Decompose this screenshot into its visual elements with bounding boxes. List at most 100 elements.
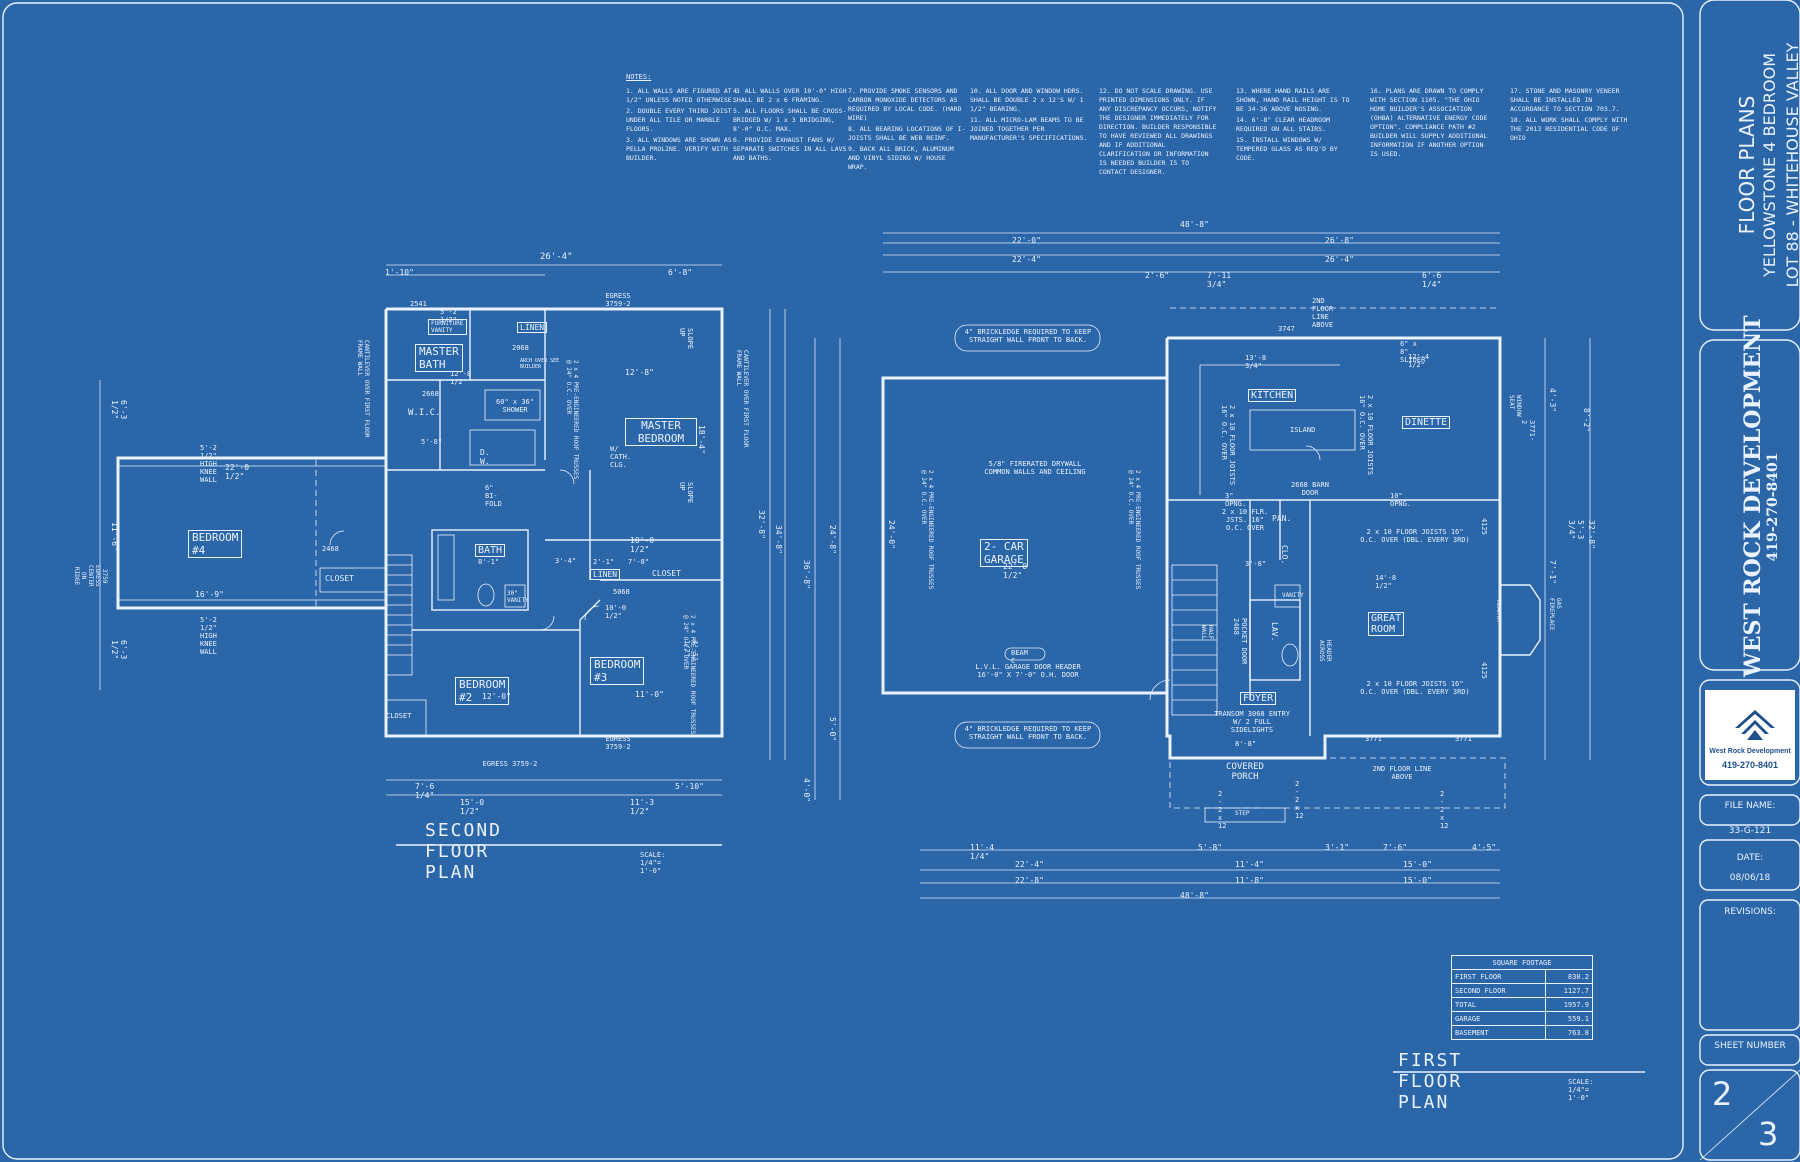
row-value: 830.2 — [1545, 969, 1593, 984]
dim-bottom: 7'-6" — [1383, 843, 1408, 852]
porch-step — [1204, 807, 1286, 823]
room-label-closet: CLOSET — [652, 569, 681, 578]
dim-label: 10'-0 1/2" — [605, 604, 627, 620]
joist-note: 2 x 10 FLOOR JOISTS 16" O.C. OVER — [1358, 395, 1374, 476]
row-label: SECOND FLOOR — [1451, 983, 1546, 998]
dim-bedroom2-width: 12'-0" — [482, 692, 511, 701]
dim-great-room-width: 14'-8 1/2" — [1375, 574, 1397, 590]
dim-right: 4'-3" — [1548, 388, 1557, 413]
brickledge-note: 4" BRICKLEDGE REQUIRED TO KEEP STRAIGHT … — [964, 328, 1092, 344]
general-notes: NOTES: 1. ALL WALLS ARE FIGURED AT 3 1/2… — [626, 73, 1650, 183]
dim-top: 22'-4" — [1012, 255, 1041, 264]
room-label-dinette: DINETTE — [1402, 416, 1451, 429]
egress-window-label: EGRESS 3759-2 — [482, 760, 538, 768]
room-label-bath: BATH — [475, 544, 506, 557]
barn-door-label: 2668 BARN DOOR — [1291, 481, 1329, 497]
joist-note: 2 x 10 FLOOR JOISTS 16" O.C. OVER (DBL. … — [1360, 680, 1470, 696]
dim-right: 34'-8" — [774, 525, 783, 554]
cathedral-ceiling-label: W/ CATH. CLG. — [610, 445, 632, 469]
note-item: 14. 6'-8" CLEAR HEADROOM REQUIRED ON ALL… — [1236, 116, 1330, 133]
egress-window-label: EGRESS 3759-2 — [605, 292, 631, 308]
window-tag: 3771 — [1365, 735, 1382, 743]
room-label-closet: CLOSET — [325, 574, 354, 583]
ridge-egress-label: 3759 EGRESS CENTER ON RIDGE — [73, 565, 108, 587]
dim-bedroom4-width: 22'-0 1/2" — [225, 463, 250, 481]
row-value: 559.1 — [1545, 1011, 1593, 1026]
brickledge-note: 4" BRICKLEDGE REQUIRED TO KEEP STRAIGHT … — [964, 725, 1092, 741]
sheet-total: 3 — [1758, 1115, 1779, 1153]
dim-top: 22'-0" — [1012, 236, 1041, 245]
entry-door-note: TRANSOM 3068 ENTRY W/ 2 FULL SIDELIGHTS — [1214, 710, 1290, 734]
dim-bottom: 22'-4" — [1015, 860, 1044, 869]
pocket-door-label: POCKET DOOR 2468 — [1232, 618, 1248, 665]
toilet — [1281, 643, 1299, 667]
dim-right: 8'-2" — [1582, 408, 1591, 433]
kitchen-island — [1249, 409, 1356, 451]
window-seat-label: WINDOW SEAT — [1508, 395, 1522, 417]
logo-phone: 419-270-8401 — [1721, 760, 1779, 770]
room-label-bedroom-4: BEDROOM #4 — [188, 530, 243, 558]
dim-left: 24'-8" — [828, 525, 837, 554]
brickledge-callout — [954, 721, 1101, 749]
dim-bottom: 5'-10" — [675, 782, 704, 791]
vanity — [504, 584, 526, 608]
company-logo: West Rock Development 419-270-8401 — [1705, 690, 1795, 780]
knee-wall-area — [117, 457, 317, 609]
egress-window-label: EGRESS 3759-2 — [605, 735, 631, 751]
dim-label: 7'-8" — [628, 558, 650, 566]
beam-tag: BEAM C — [1011, 649, 1028, 665]
notes-column-5: 12. DO NOT SCALE DRAWING. USE PRINTED DI… — [1099, 87, 1219, 179]
row-value: 1127.7 — [1545, 983, 1593, 998]
room-label-great-room: GREAT ROOM — [1368, 612, 1405, 636]
note-item: 11. ALL MICRO-LAM BEAMS TO BE JOINED TOG… — [970, 116, 1088, 142]
dim-label: 5'-8" — [421, 438, 443, 446]
washer-dryer-label: D. W. — [480, 448, 490, 466]
second-floor-scale: SCALE: 1/4"= 1'-0" — [640, 851, 666, 875]
cantilever-note: CANTILEVER OVER FIRST FLOOR FRAME WALL — [735, 350, 749, 448]
window-tag: 3771 — [1455, 735, 1472, 743]
fireplace — [1500, 584, 1541, 656]
dim-bottom: 11'-8" — [1235, 876, 1264, 885]
room-label-foyer: FOYER — [1240, 692, 1277, 705]
room-label-closet: CLO. — [1280, 545, 1289, 565]
dim-bottom: 22'-8" — [1015, 876, 1044, 885]
dim-left: 11'-6" — [110, 522, 119, 551]
room-label-covered-porch: COVERED PORCH — [1226, 762, 1264, 782]
knee-wall-label: 5'-2 1/2" HIGH KNEE WALL — [200, 616, 217, 656]
room-label-linen: LINEN — [517, 322, 548, 333]
notes-column-7: 16. PLANS ARE DRAWN TO COMPLY WITH SECTI… — [1370, 87, 1490, 161]
bathtub — [437, 534, 455, 601]
knee-wall-label: 5'-2 1/2" HIGH KNEE WALL — [200, 444, 217, 484]
second-floor-title: SECOND FLOOR PLAN — [425, 820, 503, 883]
door-tag: 2068 — [512, 344, 529, 352]
row-value: 1957.9 — [1545, 997, 1593, 1012]
interior-wall — [579, 599, 601, 621]
note-item: 13. WHERE HAND RAILS ARE SHOWN, HAND RAI… — [1236, 87, 1350, 113]
dim-top: 2'-6" — [1145, 271, 1170, 280]
dim-left: 6'-3 1/2" — [110, 400, 128, 420]
note-item: 16. PLANS ARE DRAWN TO COMPLY WITH SECTI… — [1370, 87, 1488, 158]
first-floor-title: FIRST FLOOR PLAN — [1398, 1050, 1463, 1113]
dim-top: 7'-11 3/4" — [1207, 271, 1232, 289]
beam-label: 2 - 2 x 12 — [1295, 780, 1304, 820]
title-block: FLOOR PLANS YELLOWSTONE 4 BEDROOM LOT 88… — [1700, 0, 1800, 1162]
door-swing — [329, 530, 345, 546]
dim-label: 3'-4" — [555, 557, 577, 565]
dim-overall-bottom: 48'-8" — [1180, 891, 1209, 900]
dim-left: 4'-0" — [802, 778, 811, 803]
dim-master-width: 12'-8" — [625, 368, 654, 377]
window-tag: 4125 — [1480, 662, 1488, 679]
row-label: GARAGE — [1451, 1011, 1546, 1026]
half-wall-label: HALF WALL — [1200, 625, 1214, 640]
dim-label: 5'-2 1/2" — [440, 308, 457, 324]
sheet-number: 2 — [1712, 1075, 1733, 1113]
door-tag: 5068 — [613, 588, 630, 596]
vanity — [1274, 584, 1301, 608]
stair-treads — [386, 564, 412, 656]
company-phone: 419-270-8401 — [1765, 452, 1781, 562]
square-footage-header: SQUARE FOOTAGE — [1451, 955, 1593, 970]
